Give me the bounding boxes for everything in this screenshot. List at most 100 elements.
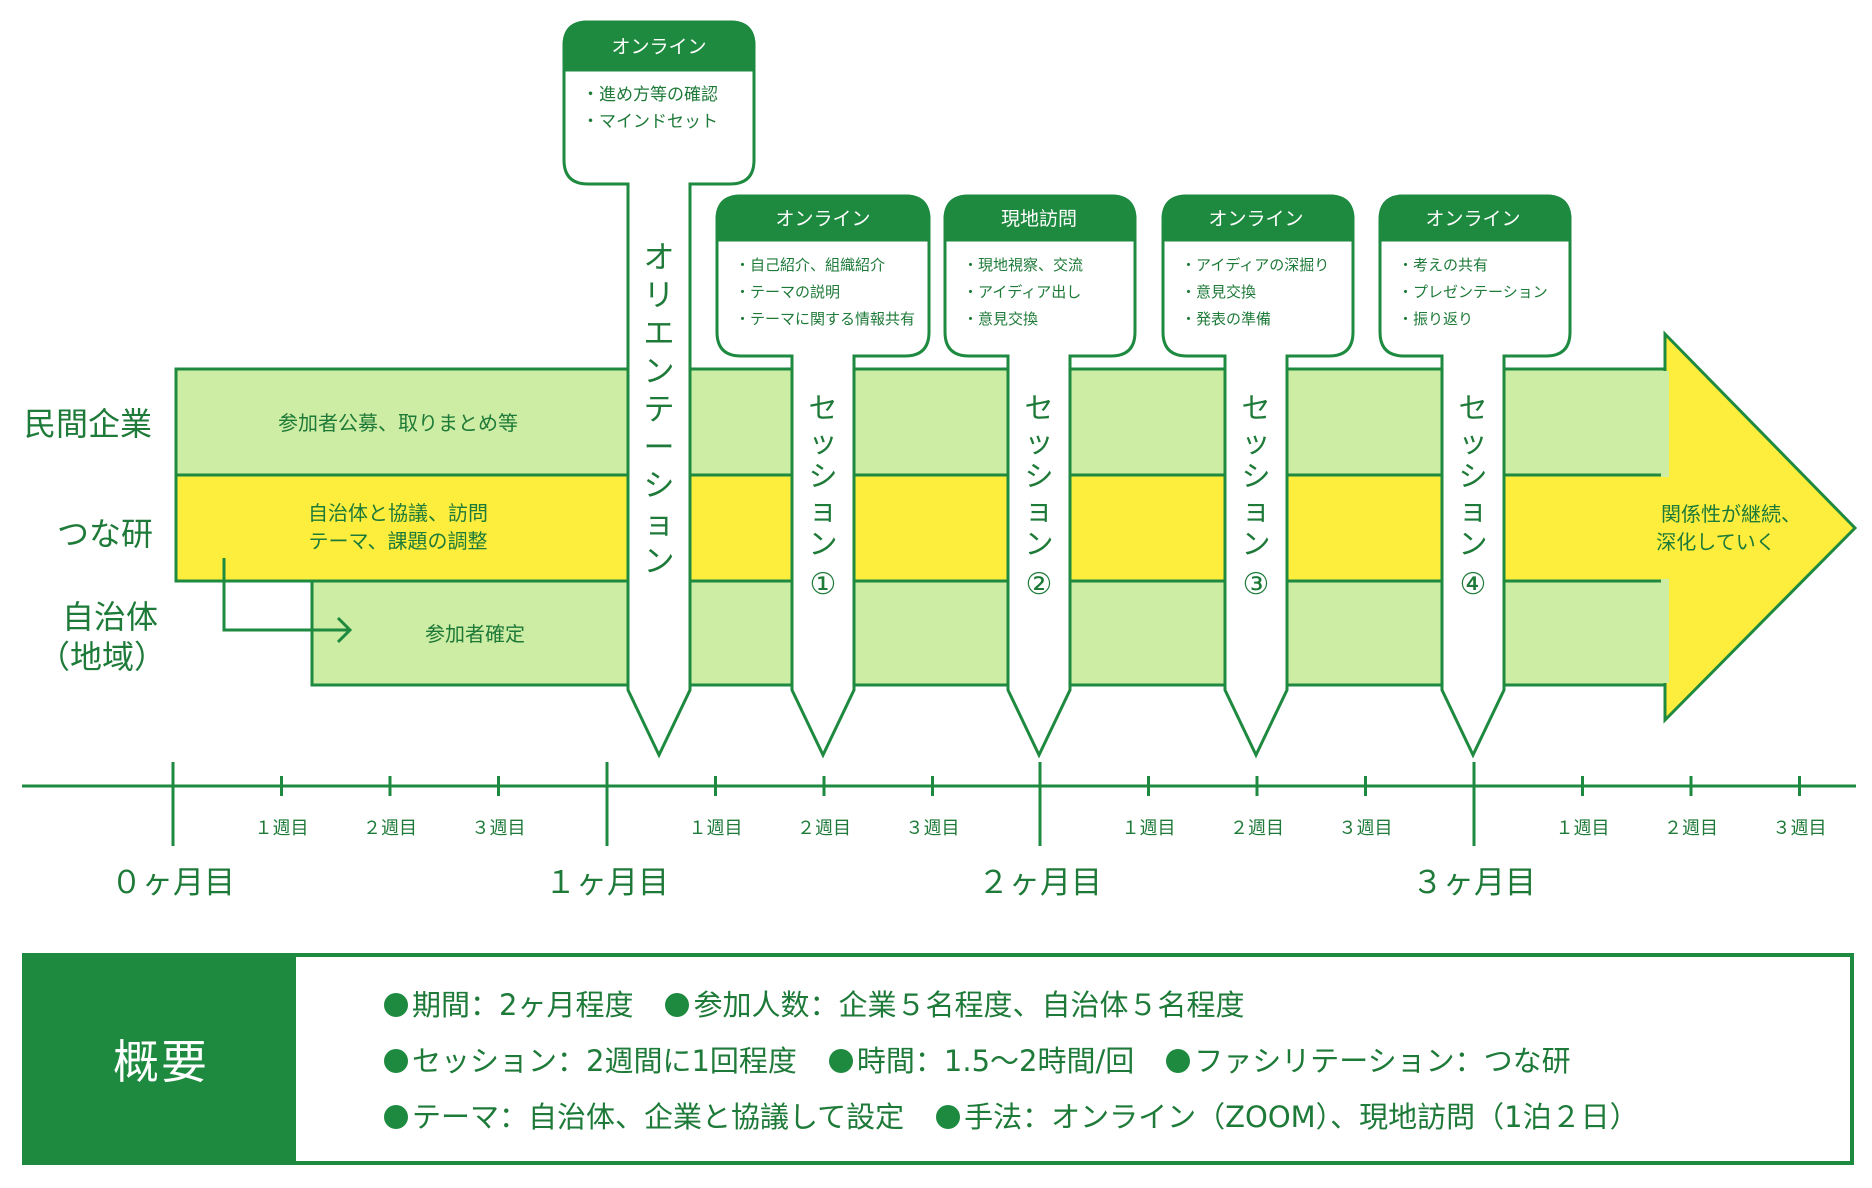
overview-item: 期間：2ヶ月程度 — [384, 985, 633, 1025]
orientation-vertical-char: テ — [644, 392, 675, 428]
overview-item-text: 手法：オンライン（ZOOM）、現地訪問（1泊２日） — [964, 1100, 1639, 1134]
session-4-mode: オンライン — [1425, 208, 1520, 230]
session-1-item: ・テーマの説明 — [735, 283, 840, 301]
week-label: １週目 — [1122, 818, 1176, 839]
session-2-item: ・意見交換 — [963, 310, 1038, 328]
bar-tsunaken — [174, 473, 1667, 583]
session-3-item: ・意見交換 — [1181, 283, 1256, 301]
session-4-vertical-char: ン — [1458, 527, 1487, 561]
session-1-mode: オンライン — [775, 208, 870, 230]
overview-line: テーマ：自治体、企業と協議して設定 手法：オンライン（ZOOM）、現地訪問（1泊２… — [384, 1097, 1850, 1153]
session-2-vertical-char: シ — [1024, 459, 1053, 493]
week-label: ２週目 — [797, 818, 851, 839]
handoff-arrow — [222, 558, 353, 644]
session-3-vertical-char: シ — [1241, 459, 1270, 493]
session-4-header — [1378, 194, 1572, 242]
orientation-vertical-char: エ — [644, 316, 675, 352]
bullet-icon — [1166, 1049, 1191, 1073]
session-1-item: ・自己紹介、組織紹介 — [735, 256, 885, 274]
orientation-vertical-char: ン — [644, 544, 675, 580]
overview-line: セッション：2週間に1回程度時間：1.5〜2時間/回 ファシリテーション：つな研 — [384, 1041, 1850, 1097]
overview-item: 手法：オンライン（ZOOM）、現地訪問（1泊２日） — [936, 1097, 1639, 1137]
session-4-item: ・プレゼンテーション — [1398, 283, 1548, 301]
arrow-text-2: 深化していく — [1656, 530, 1775, 554]
session-3-item: ・アイディアの深掘り — [1181, 256, 1329, 274]
session-3-vertical-char: ッ — [1241, 425, 1270, 459]
overview-box: 概要 期間：2ヶ月程度参加人数：企業５名程度、自治体５名程度セッション：2週間に… — [22, 953, 1854, 1165]
bar-texts: 参加者公募、取りまとめ等 自治体と協議、訪問 テーマ、課題の調整 参加者確定 関… — [278, 411, 1801, 646]
week-label: ３週目 — [906, 818, 960, 839]
session-3-number: ③ — [1243, 567, 1270, 602]
row-label-company: 民間企業 — [24, 405, 152, 443]
bullet-icon — [936, 1105, 961, 1129]
session-4-vertical-char: ッ — [1458, 425, 1487, 459]
session-1-vertical-char: ン — [808, 527, 837, 561]
bullet-icon — [828, 1049, 853, 1073]
session-2-vertical-char: ッ — [1024, 425, 1053, 459]
session-3-item: ・発表の準備 — [1181, 310, 1271, 328]
month-label: ３ヶ月目 — [1412, 865, 1536, 901]
session-1-item: ・テーマに関する情報共有 — [735, 310, 915, 328]
week-label: ３週目 — [1773, 818, 1827, 839]
session-3-header — [1161, 194, 1355, 242]
session-2-item: ・現地視察、交流 — [963, 256, 1083, 274]
session-1-vertical-char: シ — [808, 459, 837, 493]
arrow-text-1: 関係性が継続、 — [1661, 502, 1801, 526]
bar-municipality — [310, 579, 1667, 687]
session-1-vertical-char: ョ — [808, 493, 837, 527]
orientation-vertical-char: ン — [644, 354, 675, 390]
week-label: ２週目 — [1230, 818, 1284, 839]
orientation-vertical-char: ー — [644, 430, 675, 466]
overview-item: 時間：1.5〜2時間/回 — [828, 1041, 1134, 1081]
timeline-diagram: オンライン・進め方等の確認・マインドセットオリエンテーションオンライン・自己紹介… — [22, 20, 1858, 901]
row-label-municipality: 自治体 — [62, 598, 158, 636]
row-label-region: （地域） — [38, 638, 166, 676]
session-3-mode: オンライン — [1208, 208, 1303, 230]
overview-item-text: セッション：2週間に1回程度 — [412, 1044, 797, 1078]
session-1-vertical-char: ッ — [808, 425, 837, 459]
week-label: ３週目 — [472, 818, 526, 839]
bullet-icon — [384, 1105, 408, 1129]
month-label: ０ヶ月目 — [111, 865, 235, 901]
orientation-mode: オンライン — [611, 36, 706, 58]
overview-label-cell: 概要 — [26, 957, 296, 1161]
week-label: １週目 — [689, 818, 743, 839]
session-2-mode: 現地訪問 — [1001, 208, 1077, 230]
session-3-vertical-char: セ — [1241, 391, 1270, 425]
overview-item-text: テーマ：自治体、企業と協議して設定 — [412, 1100, 905, 1134]
overview-item-text: ファシリテーション：つな研 — [1194, 1044, 1571, 1078]
orientation-vertical-char: ョ — [644, 506, 675, 542]
row-label-tsunaken: つな研 — [57, 515, 153, 553]
task-municipality: 参加者確定 — [425, 622, 525, 646]
orientation-vertical-char: オ — [644, 240, 675, 276]
overview-label: 概要 — [113, 1035, 209, 1089]
week-label: １週目 — [1556, 818, 1610, 839]
orientation-vertical-char: リ — [644, 278, 675, 314]
session-1-number: ① — [810, 567, 837, 602]
orientation-item: ・マインドセット — [582, 112, 718, 132]
overview-item: 参加人数：企業５名程度、自治体５名程度 — [665, 985, 1244, 1025]
row-bars — [174, 367, 1667, 687]
session-4-item: ・振り返り — [1398, 310, 1473, 328]
overview-line: 期間：2ヶ月程度参加人数：企業５名程度、自治体５名程度 — [384, 985, 1850, 1041]
orientation-header — [562, 20, 756, 72]
session-1-vertical-char: セ — [808, 391, 837, 425]
row-labels: 民間企業 つな研 自治体 （地域） — [24, 405, 166, 676]
bullet-icon — [665, 993, 690, 1017]
session-2-item: ・アイディア出し — [963, 283, 1081, 301]
month-label: ２ヶ月目 — [978, 865, 1102, 901]
session-4-vertical-char: セ — [1458, 391, 1487, 425]
session-2-vertical-char: セ — [1024, 391, 1053, 425]
bullet-icon — [384, 1049, 408, 1073]
week-label: １週目 — [255, 818, 309, 839]
session-3-vertical-char: ン — [1241, 527, 1270, 561]
bar-company — [174, 367, 1667, 477]
month-label: １ヶ月目 — [545, 865, 669, 901]
overview-item: セッション：2週間に1回程度 — [384, 1041, 797, 1081]
